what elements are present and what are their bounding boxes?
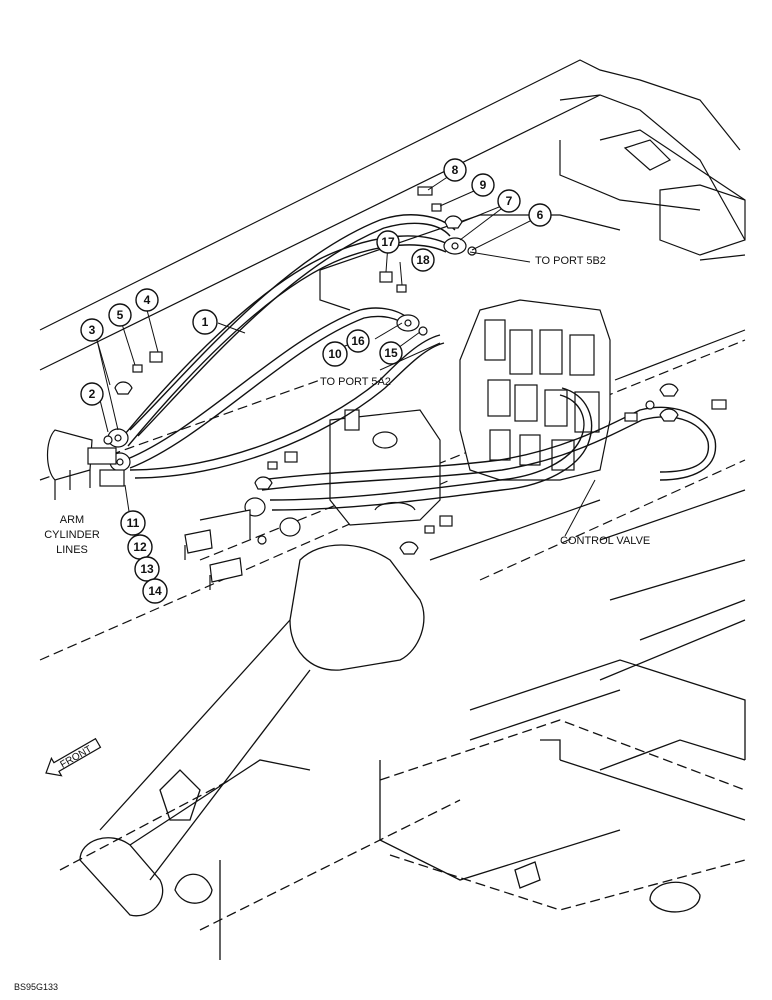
callout-14: 14 bbox=[142, 578, 168, 604]
front-label: FRONT bbox=[59, 744, 94, 771]
callout-5: 5 bbox=[108, 303, 132, 327]
svg-text:5: 5 bbox=[117, 308, 124, 322]
callout-18: 18 bbox=[411, 248, 435, 272]
svg-text:4: 4 bbox=[144, 293, 151, 307]
arm-cylinder-label-line2: CYLINDER bbox=[44, 529, 100, 541]
leader-lines bbox=[96, 171, 596, 537]
callout-10: 10 bbox=[322, 341, 348, 367]
svg-text:3: 3 bbox=[89, 323, 96, 337]
figure-reference: BS95G133 bbox=[14, 982, 58, 992]
svg-text:15: 15 bbox=[384, 346, 398, 360]
callout-6: 6 bbox=[528, 203, 552, 227]
svg-text:12: 12 bbox=[133, 540, 147, 554]
svg-text:14: 14 bbox=[148, 584, 162, 598]
svg-text:17: 17 bbox=[381, 235, 395, 249]
svg-text:11: 11 bbox=[127, 516, 140, 530]
svg-text:10: 10 bbox=[328, 347, 342, 361]
callout-1: 1 bbox=[192, 309, 218, 335]
callout-17: 17 bbox=[376, 230, 400, 254]
text-labels: TO PORT 5B2 TO PORT 5A2 ARM CYLINDER LIN… bbox=[44, 255, 650, 556]
boom-structure bbox=[59, 544, 746, 960]
svg-text:6: 6 bbox=[537, 208, 544, 222]
callouts: 1 2 3 4 5 6 7 8 bbox=[80, 158, 552, 604]
callout-4: 4 bbox=[135, 288, 159, 312]
svg-text:9: 9 bbox=[480, 178, 487, 192]
svg-text:1: 1 bbox=[202, 315, 209, 329]
callout-3: 3 bbox=[80, 318, 104, 342]
fittings bbox=[103, 186, 727, 555]
callout-15: 15 bbox=[379, 341, 403, 365]
callout-8: 8 bbox=[443, 158, 467, 182]
to-port-5b2-label: TO PORT 5B2 bbox=[535, 255, 606, 267]
arm-cylinder-label-line3: LINES bbox=[56, 544, 88, 556]
callout-16: 16 bbox=[346, 329, 370, 353]
front-arrow: FRONT bbox=[45, 737, 102, 777]
lower-tubes bbox=[184, 509, 251, 590]
control-valve bbox=[459, 299, 611, 481]
svg-text:18: 18 bbox=[416, 253, 430, 267]
to-port-5a2-label: TO PORT 5A2 bbox=[320, 376, 391, 388]
callout-11: 11 bbox=[120, 510, 146, 536]
hoses bbox=[119, 214, 717, 511]
svg-text:2: 2 bbox=[89, 387, 96, 401]
callout-9: 9 bbox=[471, 173, 495, 197]
arm-cylinder-label-line1: ARM bbox=[60, 514, 84, 526]
arm-cylinder-tubes bbox=[46, 429, 125, 500]
svg-text:7: 7 bbox=[506, 194, 513, 208]
callout-2: 2 bbox=[80, 382, 104, 406]
callout-12: 12 bbox=[127, 534, 153, 560]
svg-text:16: 16 bbox=[351, 334, 365, 348]
control-valve-label: CONTROL VALVE bbox=[560, 535, 650, 547]
callout-13: 13 bbox=[134, 556, 160, 582]
svg-text:8: 8 bbox=[452, 163, 459, 177]
callout-7: 7 bbox=[497, 189, 521, 213]
svg-text:13: 13 bbox=[140, 562, 154, 576]
